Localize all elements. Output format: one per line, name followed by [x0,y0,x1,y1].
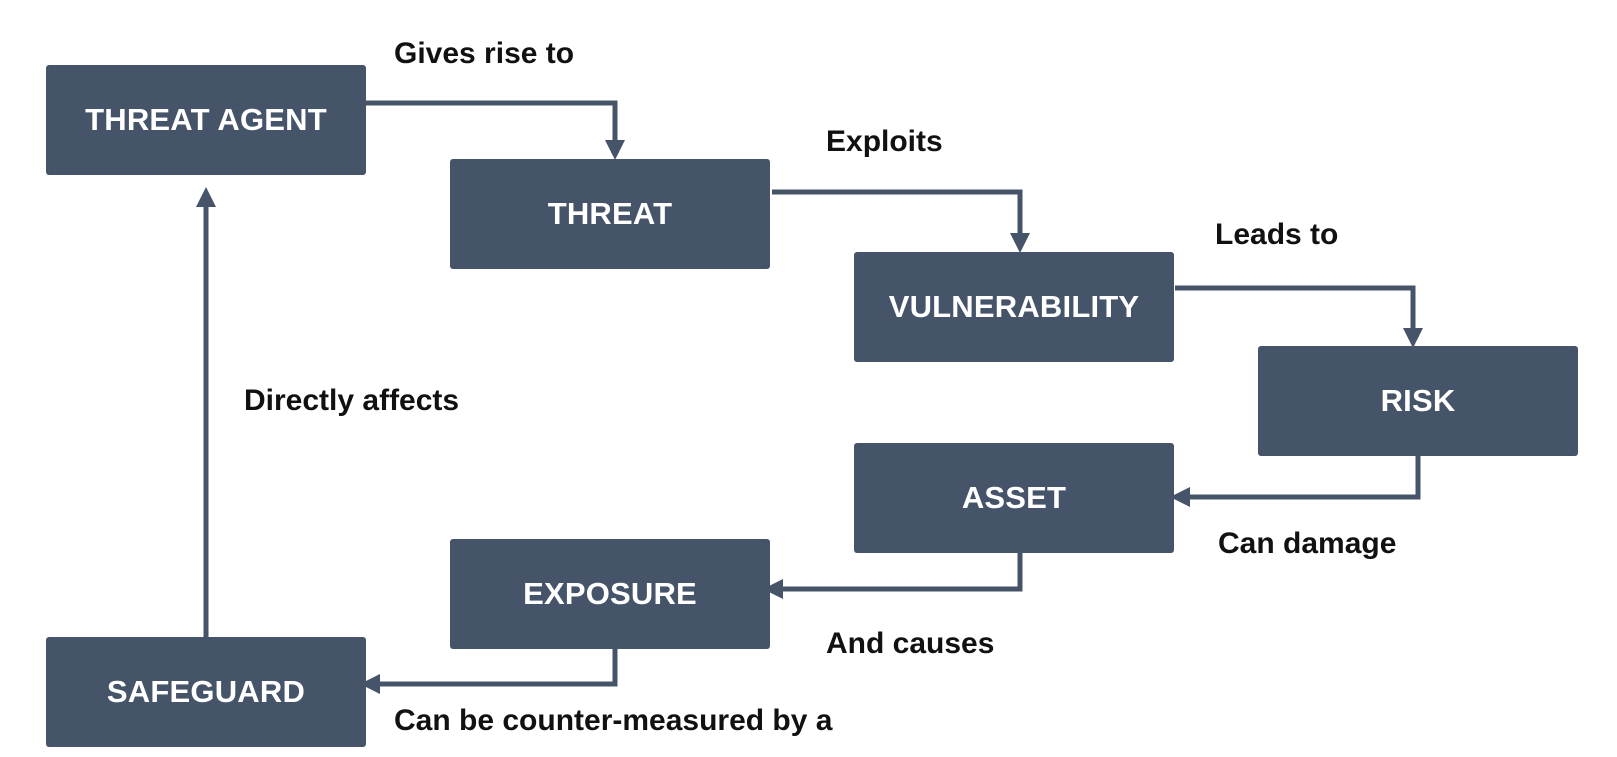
edge-label-exploits: Exploits [826,125,943,158]
node-vulnerability: VULNERABILITY [854,252,1174,362]
edge-label-directly-affects: Directly affects [244,384,460,417]
arrowhead-risk [1403,328,1423,348]
arrowhead-exposure [763,579,783,599]
edge-label-leads-to: Leads to [1215,218,1339,251]
node-threat-agent-label: THREAT AGENT [85,102,327,137]
node-exposure-label: EXPOSURE [523,576,697,611]
node-threat-label: THREAT [547,196,673,231]
node-risk-label: RISK [1380,383,1456,418]
node-safeguard: SAFEGUARD [46,637,366,747]
arrowhead-asset [1170,487,1190,507]
node-asset-label: ASSET [961,480,1067,515]
node-risk: RISK [1258,346,1578,456]
edge-label-and-causes: And causes [826,627,995,660]
edge-label-can-be-counter-measured-by-a: Can be counter-measured by a [394,704,833,737]
node-threat-agent: THREAT AGENT [46,65,366,175]
arrow-threat-to-vulnerability [772,189,1023,233]
edge-label-can-damage: Can damage [1218,527,1397,560]
arrowhead-threat-agent [196,187,216,207]
arrow-risk-to-asset [1190,455,1421,500]
arrow-vulnerability-to-risk [1175,285,1416,328]
arrow-asset-to-exposure [783,552,1023,592]
node-vulnerability-label: VULNERABILITY [888,289,1140,324]
arrow-threat-agent-to-threat [365,100,618,140]
arrowhead-safeguard [360,674,380,694]
node-exposure: EXPOSURE [450,539,770,649]
edge-label-gives-rise-to: Gives rise to [394,37,575,70]
node-asset: ASSET [854,443,1174,553]
node-safeguard-label: SAFEGUARD [106,674,306,709]
arrow-exposure-to-safeguard [380,649,618,687]
node-threat: THREAT [450,159,770,269]
arrowhead-threat [605,140,625,160]
arrowhead-vulnerability [1010,233,1030,253]
